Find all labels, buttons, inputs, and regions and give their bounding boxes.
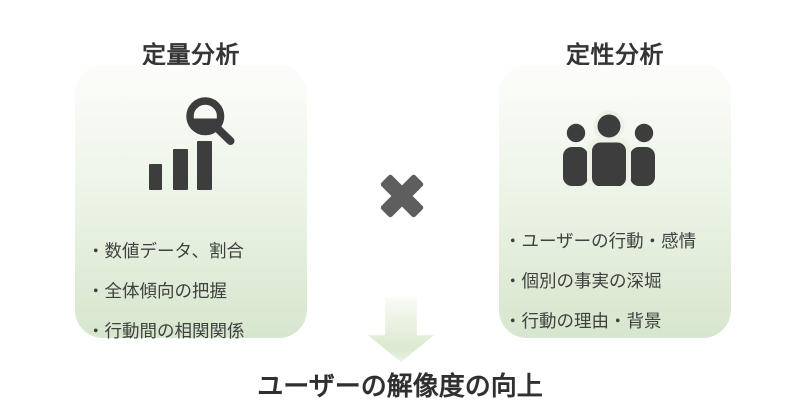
quantitative-bullet-list: ・数値データ、割合 ・全体傾向の把握 ・行動間の相関関係 [87, 231, 245, 351]
bullet-item: ・個別の事実の深堀 [504, 271, 662, 291]
down-arrow-icon [368, 298, 434, 362]
bullet-item: ・全体傾向の把握 [87, 281, 227, 301]
qualitative-title: 定性分析 [566, 42, 664, 69]
bullet-item: ・行動の理由・背景 [504, 311, 662, 331]
quantitative-card: ・数値データ、割合 ・全体傾向の把握 ・行動間の相関関係 [75, 65, 307, 341]
qualitative-bullet-list: ・ユーザーの行動・感情 ・個別の事実の深堀 ・行動の理由・背景 [504, 221, 696, 341]
bullet-item: ・ユーザーの行動・感情 [504, 231, 697, 251]
quantitative-title: 定量分析 [142, 42, 240, 69]
qualitative-card: ・ユーザーの行動・感情 ・個別の事実の深堀 ・行動の理由・背景 [499, 65, 731, 338]
bullet-item: ・行動間の相関関係 [87, 321, 245, 341]
bar-chart-magnifier-icon [148, 97, 236, 190]
multiply-icon [376, 170, 428, 222]
conclusion-heading: ユーザーの解像度の向上 [257, 371, 543, 401]
bullet-item: ・数値データ、割合 [87, 241, 244, 261]
people-group-icon [560, 107, 658, 192]
